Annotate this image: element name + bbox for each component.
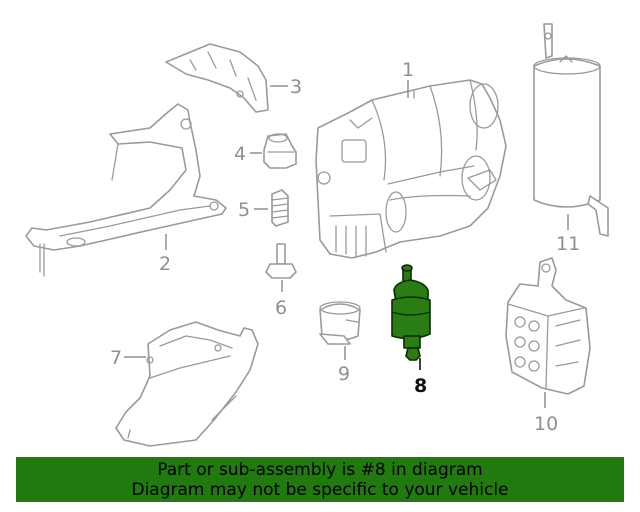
callout-8: 8 bbox=[414, 375, 427, 397]
callout-11: 11 bbox=[556, 233, 580, 255]
callout-3: 3 bbox=[290, 76, 302, 98]
callout-7: 7 bbox=[110, 347, 122, 369]
part-7-shield[interactable] bbox=[115, 321, 259, 447]
part-9-cap[interactable] bbox=[319, 301, 361, 345]
callout-4: 4 bbox=[234, 143, 246, 165]
part-3-cover[interactable] bbox=[165, 43, 269, 113]
part-4-mount[interactable] bbox=[263, 133, 297, 169]
part-2-bracket[interactable] bbox=[25, 103, 227, 277]
info-banner: Part or sub-assembly is #8 in diagram Di… bbox=[16, 457, 624, 502]
callout-9: 9 bbox=[338, 363, 350, 385]
part-1-compressor[interactable] bbox=[315, 79, 507, 259]
part-11-reservoir[interactable] bbox=[533, 23, 609, 237]
part-10-valve-block[interactable] bbox=[505, 257, 591, 395]
part-8-filter[interactable] bbox=[391, 264, 431, 361]
part-5-stud[interactable] bbox=[271, 189, 289, 227]
parts-diagram: 1 11 3 2 4 5 bbox=[25, 23, 609, 447]
banner-line-disclaimer: Diagram may not be specific to your vehi… bbox=[131, 480, 509, 500]
banner-line-part: Part or sub-assembly is #8 in diagram bbox=[157, 460, 483, 480]
callout-1: 1 bbox=[402, 59, 414, 81]
callout-6: 6 bbox=[275, 297, 287, 319]
callout-10: 10 bbox=[534, 413, 558, 435]
callout-2: 2 bbox=[159, 253, 171, 275]
part-6-bolt[interactable] bbox=[265, 243, 297, 279]
callout-5: 5 bbox=[238, 199, 250, 221]
